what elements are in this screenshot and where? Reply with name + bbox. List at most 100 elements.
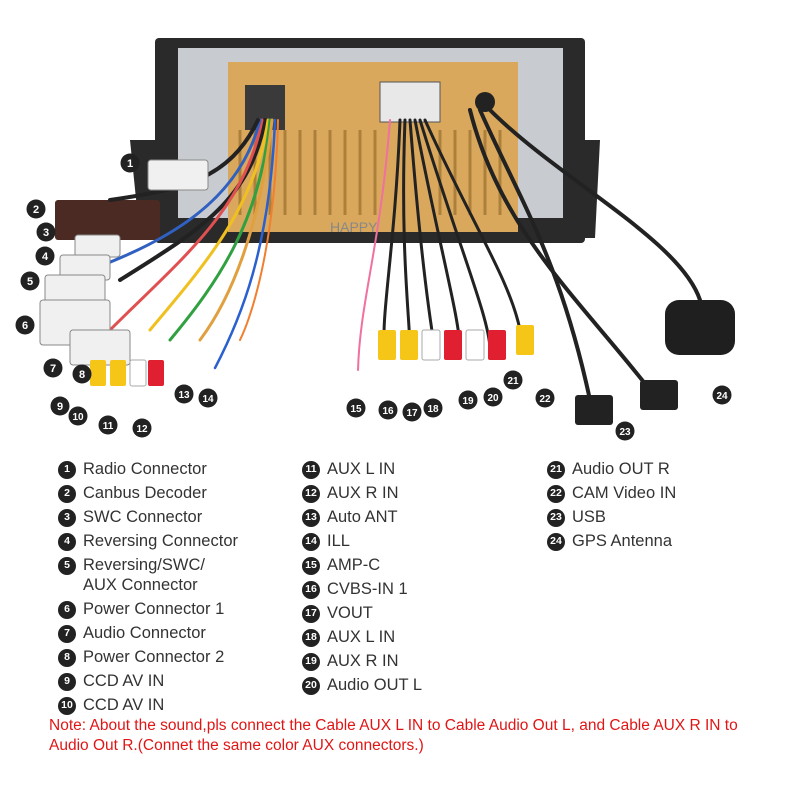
svg-text:15: 15: [350, 404, 362, 415]
svg-text:24: 24: [716, 391, 728, 402]
svg-text:12: 12: [136, 424, 148, 435]
callout-11: 11: [98, 415, 118, 435]
head-unit: HAPPY: [130, 38, 600, 243]
svg-text:1: 1: [127, 158, 133, 170]
legend-label: Canbus Decoder: [83, 484, 207, 502]
svg-text:10: 10: [72, 412, 84, 423]
legend-item: 20 Audio OUT L: [302, 676, 422, 696]
svg-text:20: 20: [487, 393, 499, 404]
callout-24: 24: [712, 385, 732, 405]
legend-label: Radio Connector: [83, 460, 207, 478]
legend-label: SWC Connector: [83, 508, 203, 526]
svg-text:14: 14: [202, 394, 214, 405]
callout-6: 6: [15, 315, 35, 335]
legend-label: AUX R IN: [327, 652, 399, 670]
legend-label: Auto ANT: [327, 508, 398, 526]
svg-text:4: 4: [42, 251, 49, 263]
callout-14: 14: [198, 388, 218, 408]
callout-15: 15: [346, 398, 366, 418]
callout-18: 18: [423, 398, 443, 418]
callout-5: 5: [20, 271, 40, 291]
diagram-illustration: HAPPY: [15, 38, 735, 441]
svg-text:9: 9: [57, 401, 63, 413]
callout-4: 4: [35, 246, 55, 266]
svg-text:3: 3: [43, 227, 49, 239]
legend-item: 13 Auto ANT: [302, 508, 422, 528]
legend-number-badge: 15: [302, 557, 320, 575]
callout-12: 12: [132, 418, 152, 438]
legend-item: 4 Reversing Connector: [58, 532, 238, 552]
svg-text:8: 8: [79, 369, 85, 381]
callout-19: 19: [458, 390, 478, 410]
legend-label: Audio OUT R: [572, 460, 670, 478]
legend-item: 24 GPS Antenna: [547, 532, 676, 552]
legend-item: 15 AMP-C: [302, 556, 422, 576]
svg-text:22: 22: [539, 394, 551, 405]
legend-number-badge: 23: [547, 509, 565, 527]
legend-number-badge: 18: [302, 629, 320, 647]
legend-number-badge: 24: [547, 533, 565, 551]
legend-item: 9 CCD AV IN: [58, 672, 238, 692]
legend-label: CCD AV IN: [83, 671, 165, 690]
callout-7: 7: [43, 358, 63, 378]
callout-10: 10: [68, 406, 88, 426]
legend-label: AMP-C: [327, 556, 381, 574]
legend-label: VOUT: [327, 604, 373, 622]
legend-number-badge: 21: [547, 461, 565, 479]
callout-2: 2: [26, 199, 46, 219]
gps-antenna: [665, 300, 735, 355]
legend-label: ILL: [327, 532, 350, 550]
legend-number-badge: 13: [302, 509, 320, 527]
sound-connection-note: Note: About the sound,pls connect the Ca…: [49, 717, 738, 754]
legend-label: Audio OUT L: [327, 676, 423, 694]
callout-16: 16: [378, 400, 398, 420]
canbus-decoder: [55, 200, 160, 240]
legend-label: Reversing/SWC/ AUX Connector: [83, 556, 205, 594]
legend-label: Reversing Connector: [83, 532, 238, 550]
legend-item: 21 Audio OUT R: [547, 460, 676, 480]
callout-20: 20: [483, 387, 503, 407]
legend-number-badge: 9: [58, 672, 76, 691]
legend-item: 14 ILL: [302, 532, 422, 552]
svg-text:23: 23: [619, 427, 631, 438]
legend-number-badge: 1: [58, 461, 76, 479]
legend-label: CCD AV IN: [83, 695, 165, 714]
legend-number-badge: 20: [302, 677, 320, 695]
svg-text:7: 7: [50, 363, 56, 375]
legend-number-badge: 3: [58, 509, 76, 527]
legend-item: 17 VOUT: [302, 604, 422, 624]
legend-number-badge: 17: [302, 605, 320, 623]
svg-text:21: 21: [507, 376, 519, 387]
legend-label: Power Connector 2: [83, 647, 225, 666]
legend-label: USB: [572, 508, 606, 526]
svg-text:5: 5: [27, 276, 33, 288]
legend-label: AUX L IN: [327, 628, 396, 646]
svg-text:6: 6: [22, 320, 28, 332]
callout-23: 23: [615, 421, 635, 441]
watermark: HAPPY: [330, 219, 378, 235]
svg-text:16: 16: [382, 406, 394, 417]
callout-21: 21: [503, 370, 523, 390]
callout-9: 9: [50, 396, 70, 416]
svg-text:19: 19: [462, 396, 474, 407]
legend-number-badge: 16: [302, 581, 320, 599]
legend-number-badge: 4: [58, 533, 76, 551]
callout-8: 8: [72, 364, 92, 384]
legend-number-badge: 14: [302, 533, 320, 551]
legend-number-badge: 19: [302, 653, 320, 671]
svg-text:18: 18: [427, 404, 439, 415]
svg-text:13: 13: [178, 390, 190, 401]
legend-item: 18 AUX L IN: [302, 628, 422, 648]
svg-text:11: 11: [103, 421, 114, 432]
legend-label: GPS Antenna: [572, 532, 672, 550]
